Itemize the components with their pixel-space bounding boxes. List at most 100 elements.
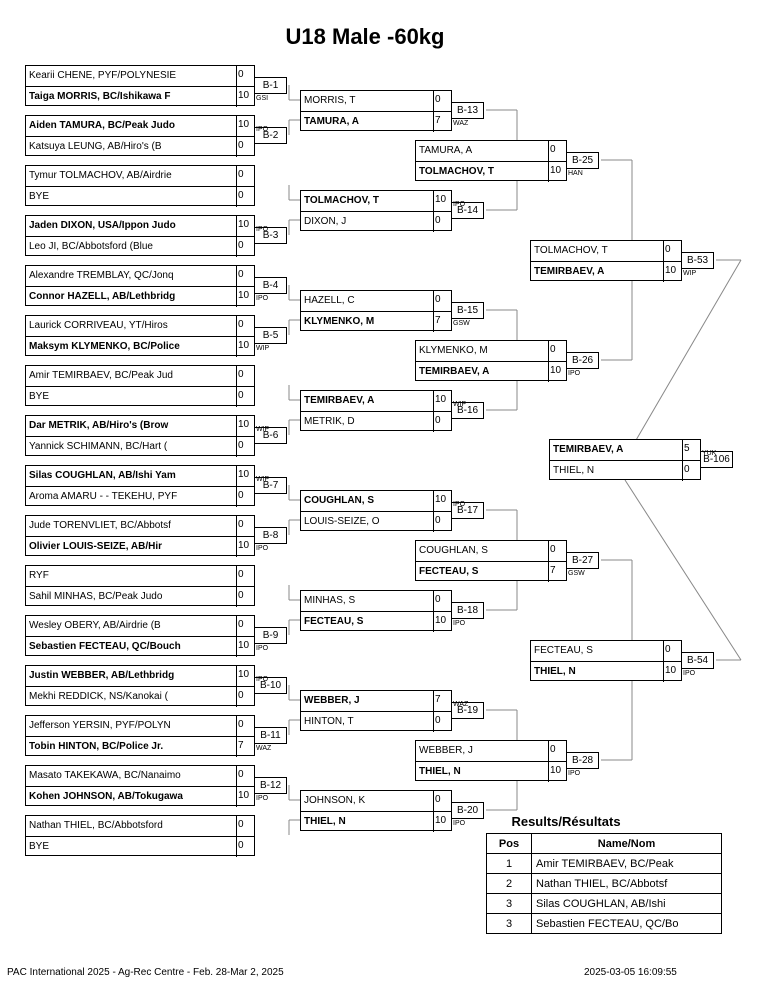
win-type-label: IPO [256,676,269,683]
win-type-label: WAZ [453,120,469,127]
competitor-name: Justin WEBBER, AB/Lethbridg [29,670,175,681]
win-type-label: WAZ [453,701,469,708]
win-type-label: IPO [256,226,269,233]
score-cell: 0 [236,816,254,836]
competitor-name: Jaden DIXON, USA/Ippon Judo [29,220,176,231]
results-name: Silas COUGHLAN, AB/Ishi [531,893,722,914]
score-value: 10 [238,90,250,101]
competitor-name: Amir TEMIRBAEV, BC/Peak Jud [29,370,173,381]
score-cell: 0 [236,66,254,86]
win-type-label: WIP [256,476,270,483]
competitor-name: BYE [29,391,50,402]
competitor-name: Jefferson YERSIN, PYF/POLYN [29,720,171,731]
footer-event: PAC International 2025 - Ag-Rec Centre -… [7,967,284,978]
score-value: 0 [238,69,244,80]
score-cell: 7 [548,562,566,582]
results-pos: 3 [486,913,532,934]
win-type-label: WIP [256,345,270,352]
score-value: 0 [238,240,244,251]
score-cell: 0 [433,212,451,232]
score-cell: 0 [236,766,254,786]
win-type-label: HAN [568,170,583,177]
score-value: 0 [550,744,556,755]
competitor-name: Laurick CORRIVEAU, YT/Hiros [29,320,168,331]
score-cell: 10 [236,666,254,686]
score-value: 0 [238,619,244,630]
competitor-name: WEBBER, J [419,745,473,756]
score-value: 10 [238,640,250,651]
competitor-name: Connor HAZELL, AB/Lethbridg [29,291,176,302]
match-id: B-17 [451,502,484,519]
score-cell: 0 [433,512,451,532]
competitor-name: THIEL, N [419,766,461,777]
score-cell: 10 [236,466,254,486]
score-value: 10 [238,540,250,551]
score-cell: 0 [236,487,254,507]
score-cell: 0 [236,716,254,736]
score-cell: 0 [548,541,566,561]
score-cell: 7 [433,691,451,711]
competitor-name: LOUIS-SEIZE, O [304,516,380,527]
competitor-name: HINTON, T [304,716,354,727]
score-cell: 0 [236,387,254,407]
competitor-name: Tobin HINTON, BC/Police Jr. [29,741,164,752]
score-cell: 0 [236,316,254,336]
win-type-label: IPO [453,501,466,508]
match-id: B-10 [254,677,287,694]
score-value: 0 [238,769,244,780]
score-value: 0 [238,269,244,280]
score-cell: 10 [236,787,254,807]
win-type-label: WAZ [256,745,272,752]
score-cell: 10 [236,637,254,657]
match-id: B-53 [681,252,714,269]
competitor-top: Justin WEBBER, AB/Lethbridg 10 [26,666,254,686]
competitor-name: Wesley OBERY, AB/Airdrie (B [29,620,161,631]
match-id: B-106 [700,451,733,468]
score-cell: 0 [548,341,566,361]
score-value: 10 [435,194,447,205]
score-cell: 0 [433,291,451,311]
competitor-name: Sahil MINHAS, BC/Peak Judo [29,591,163,602]
score-value: 0 [238,690,244,701]
competitor-name: TAMURA, A [419,145,473,156]
competitor-name: Silas COUGHLAN, AB/Ishi Yam [29,470,176,481]
competitor-top: MORRIS, T 0 [301,91,451,111]
score-cell: 10 [433,191,451,211]
competitor-name: TEMIRBAEV, A [419,366,490,377]
competitor-top: Silas COUGHLAN, AB/Ishi Yam 10 [26,466,254,486]
score-cell: 0 [236,516,254,536]
match-id: B-14 [451,202,484,219]
score-value: 0 [435,94,441,105]
score-cell: 0 [236,587,254,607]
match-id: B-15 [451,302,484,319]
competitor-name: THIEL, N [534,666,576,677]
competitor-name: TEMIRBAEV, A [534,266,605,277]
score-value: 7 [435,115,441,126]
competitor-name: MORRIS, T [304,95,356,106]
win-type-label: GSW [568,570,585,577]
competitor-name: Maksym KLYMENKO, BC/Police [29,341,180,352]
win-type-label: IPO [453,201,466,208]
competitor-name: Kohen JOHNSON, AB/Tokugawa [29,791,183,802]
score-value: 10 [550,765,562,776]
match-id: B-20 [451,802,484,819]
